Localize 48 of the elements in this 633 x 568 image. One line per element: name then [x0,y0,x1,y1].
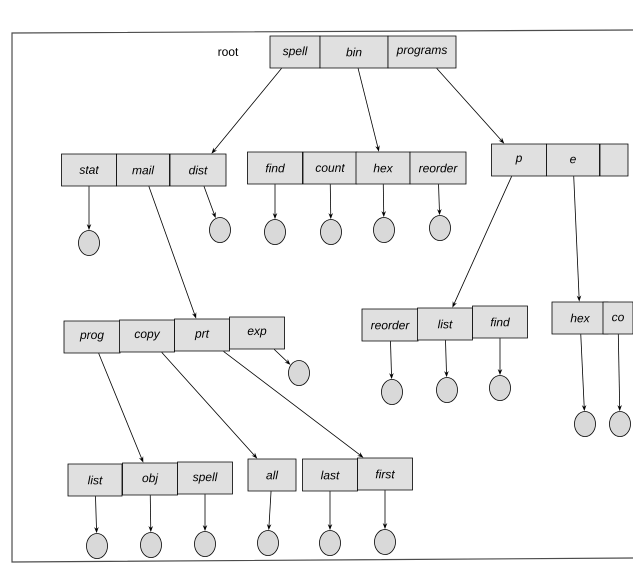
directory-cell: stat [61,154,117,186]
file-circle [264,219,286,245]
directory-cell: find [247,152,303,184]
directory-cell: e [546,144,600,176]
directory-cell: co [602,302,633,334]
directory-cell: all [248,458,296,492]
directory-cell: count [302,152,358,184]
directory-cell: obj [122,462,178,496]
directory-cell: list [68,464,122,496]
directory-cell: spell [177,462,233,494]
file-circle [374,529,396,555]
directory-cell: p [491,144,547,176]
file-circle [86,533,108,559]
file-circle [140,532,162,558]
directory-cell: list [417,308,473,340]
file-circle [381,379,403,405]
file-circle [194,531,216,557]
directory-cell: exp [229,316,285,350]
directory-cell: hex [552,302,608,334]
file-circle [609,411,631,437]
directory-cell: bin [320,36,388,68]
directory-cell: prog [64,320,120,354]
file-circle [319,530,341,556]
file-circle [78,230,100,256]
directory-cell: hex [356,152,410,184]
directory-cell: prt [174,318,230,352]
directory-cell: reorder [410,152,466,184]
directory-cell: find [472,306,528,338]
file-circle [288,360,310,386]
directory-cell: spell [270,36,320,68]
directory-cell: last [302,458,358,492]
file-circle [257,530,279,556]
file-circle [320,219,342,245]
directory-cell: copy [119,320,175,352]
file-circle [489,375,511,401]
directory-cell [600,144,628,176]
root-label: root [218,48,238,56]
file-circle [429,215,451,241]
file-circle [209,217,231,243]
directory-cell: programs [388,36,456,68]
arrow [274,349,290,365]
directory-cell: reorder [362,308,418,342]
directory-cell: first [357,458,413,490]
file-circle [373,217,395,243]
directory-cell: mail [116,154,170,186]
file-circle [574,411,596,437]
file-circle [436,377,458,403]
directory-cell: dist [170,154,226,186]
